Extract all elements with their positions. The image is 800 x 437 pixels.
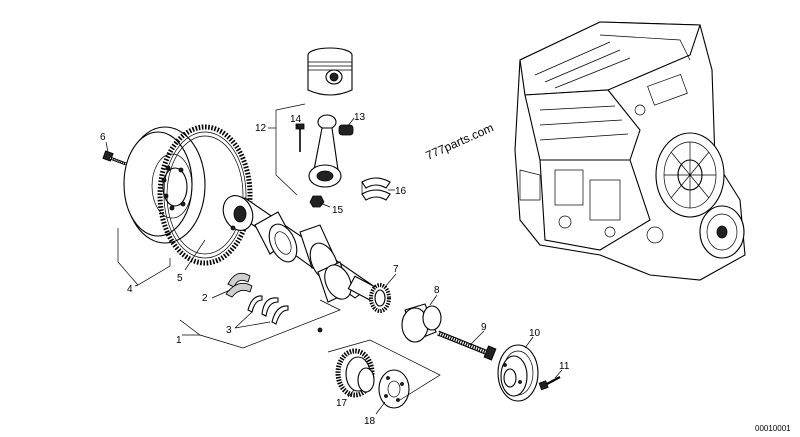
center-bolt xyxy=(437,330,497,361)
main-bearing-shells xyxy=(225,272,253,298)
leader-lines xyxy=(105,103,563,415)
callout-15: 15 xyxy=(332,205,344,216)
callout-2: 2 xyxy=(202,293,208,304)
callout-7: 7 xyxy=(393,264,399,275)
callout-16: 16 xyxy=(395,186,407,197)
callout-1: 1 xyxy=(176,335,182,346)
callout-12: 12 xyxy=(255,123,267,134)
document-number: 00010001 xyxy=(755,424,791,433)
connecting-rod-nut xyxy=(309,195,325,208)
callout-9: 9 xyxy=(481,322,487,333)
piston xyxy=(307,47,353,96)
callout-14: 14 xyxy=(290,114,302,125)
callout-10: 10 xyxy=(529,328,541,339)
engine-assembly xyxy=(514,21,746,281)
toothed-wheel xyxy=(335,348,375,398)
connecting-rod-bearing-shells xyxy=(361,177,391,201)
callout-6: 6 xyxy=(100,132,106,143)
hub xyxy=(401,303,442,343)
callout-13: 13 xyxy=(354,112,366,123)
crankshaft xyxy=(222,195,381,333)
callout-18: 18 xyxy=(364,416,376,427)
connecting-rod-bolt xyxy=(295,123,305,152)
connecting-rod xyxy=(308,114,342,188)
callout-5: 5 xyxy=(177,273,183,284)
ring-gear xyxy=(157,124,253,266)
callout-3: 3 xyxy=(226,325,232,336)
v-belt-pulley xyxy=(497,344,539,402)
crankshaft-gear xyxy=(369,283,391,313)
callout-labels: 1 2 3 4 5 6 7 8 9 10 11 12 13 14 15 16 1… xyxy=(100,112,570,427)
callout-4: 4 xyxy=(127,284,133,295)
pulley-bolt xyxy=(538,376,561,391)
piston-pin-bushing xyxy=(338,124,354,136)
flywheel-bolt xyxy=(102,150,127,166)
sensor-disc xyxy=(378,369,410,409)
thrust-washers xyxy=(247,295,289,325)
callout-8: 8 xyxy=(434,285,440,296)
callout-17: 17 xyxy=(336,398,348,409)
callout-11: 11 xyxy=(559,361,570,372)
watermark-text: 777parts.com xyxy=(424,120,496,162)
